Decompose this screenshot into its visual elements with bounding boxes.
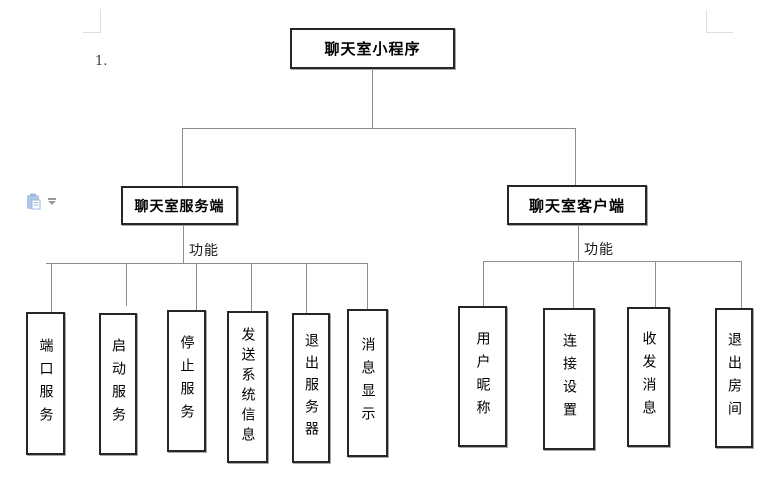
- connector-line: [483, 261, 742, 262]
- leaf-label: 发送系统信息: [239, 327, 256, 447]
- leaf-box-port-service: 端口服务: [26, 312, 65, 455]
- leaf-label: 端口服务: [37, 337, 54, 430]
- connector-line: [46, 263, 368, 264]
- leaf-box-exit-room: 退出房间: [715, 308, 753, 448]
- connector-line: [372, 69, 373, 128]
- leaf-box-start-service: 启动服务: [99, 313, 137, 455]
- leaf-box-connection-settings: 连接设置: [543, 308, 595, 450]
- connector-line: [575, 128, 576, 185]
- connector-line: [182, 128, 575, 129]
- leaf-box-exit-server: 退出服务器: [292, 313, 330, 463]
- crop-mark-top-right-vertical: [706, 10, 707, 33]
- leaf-label: 退出服务器: [303, 333, 319, 443]
- root-node-box: 聊天室小程序: [290, 28, 455, 69]
- client-function-label: 功能: [584, 242, 614, 258]
- connector-line: [182, 128, 183, 186]
- client-branch-box: 聊天室客户端: [507, 185, 647, 225]
- connector-line: [196, 263, 197, 310]
- connector-line: [251, 263, 252, 311]
- server-function-label: 功能: [189, 243, 219, 259]
- connector-line: [573, 261, 574, 308]
- leaf-label: 用户昵称: [474, 330, 491, 423]
- list-number: 1.: [95, 54, 108, 69]
- connector-line: [483, 261, 484, 306]
- client-branch-label: 聊天室客户端: [528, 196, 625, 215]
- connector-line: [126, 263, 127, 306]
- leaf-box-send-system-info: 发送系统信息: [227, 311, 268, 463]
- leaf-label: 收发消息: [640, 331, 657, 423]
- leaf-box-user-nickname: 用户昵称: [458, 306, 507, 447]
- server-branch-box: 聊天室服务端: [121, 186, 238, 225]
- leaf-box-send-receive-messages: 收发消息: [627, 307, 670, 447]
- connector-line: [578, 225, 579, 261]
- connector-line: [306, 263, 307, 313]
- crop-mark-top-left-vertical: [100, 9, 101, 33]
- leaf-box-stop-service: 停止服务: [167, 310, 206, 452]
- leaf-box-message-display: 消息显示: [347, 309, 388, 457]
- crop-mark-top-left-horizontal: [83, 32, 101, 33]
- connector-line: [183, 225, 184, 263]
- leaf-label: 启动服务: [110, 338, 126, 430]
- connector-line: [655, 261, 656, 307]
- connector-line: [51, 263, 52, 312]
- leaf-label: 消息显示: [359, 337, 376, 429]
- root-node-label: 聊天室小程序: [324, 40, 421, 58]
- connector-line: [367, 263, 368, 309]
- crop-mark-top-right-horizontal: [706, 32, 733, 33]
- leaf-label: 停止服务: [178, 335, 195, 427]
- connector-line: [741, 261, 742, 308]
- paste-options-button[interactable]: [26, 193, 58, 213]
- leaf-label: 退出房间: [726, 332, 742, 424]
- server-branch-label: 聊天室服务端: [134, 198, 225, 215]
- leaf-label: 连接设置: [561, 333, 577, 425]
